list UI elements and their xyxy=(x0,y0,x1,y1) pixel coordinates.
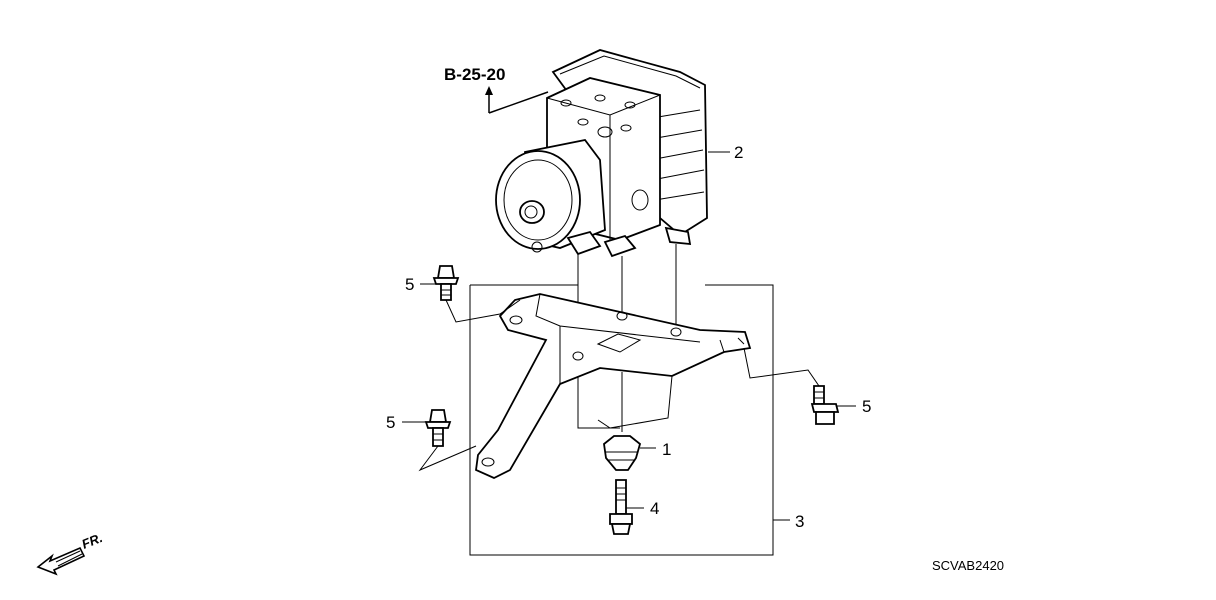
grommet xyxy=(603,435,656,471)
front-label: FR. xyxy=(80,530,105,552)
bracket-assembly-frame xyxy=(469,284,790,556)
callout-5-top-left[interactable]: 5 xyxy=(405,275,414,294)
callout-4[interactable]: 4 xyxy=(650,499,659,518)
abs-modulator-unit xyxy=(495,49,708,258)
callout-1[interactable]: 1 xyxy=(662,440,671,459)
reference-code[interactable]: B-25-20 xyxy=(444,65,505,84)
abs-bracket xyxy=(475,293,752,479)
callout-5-right[interactable]: 5 xyxy=(862,397,871,416)
part-number-code: SCVAB2420 xyxy=(932,558,1004,573)
callout-3[interactable]: 3 xyxy=(795,512,804,531)
reference-callout[interactable]: B-25-20 xyxy=(444,65,549,114)
flange-bolt-left xyxy=(402,409,477,472)
callout-2[interactable]: 2 xyxy=(734,143,743,162)
bolt xyxy=(609,479,644,535)
front-direction-indicator: FR. xyxy=(36,530,105,576)
flange-bolt-right xyxy=(743,347,856,425)
callout-5-left[interactable]: 5 xyxy=(386,413,395,432)
flange-bolt-top-left xyxy=(420,265,521,323)
